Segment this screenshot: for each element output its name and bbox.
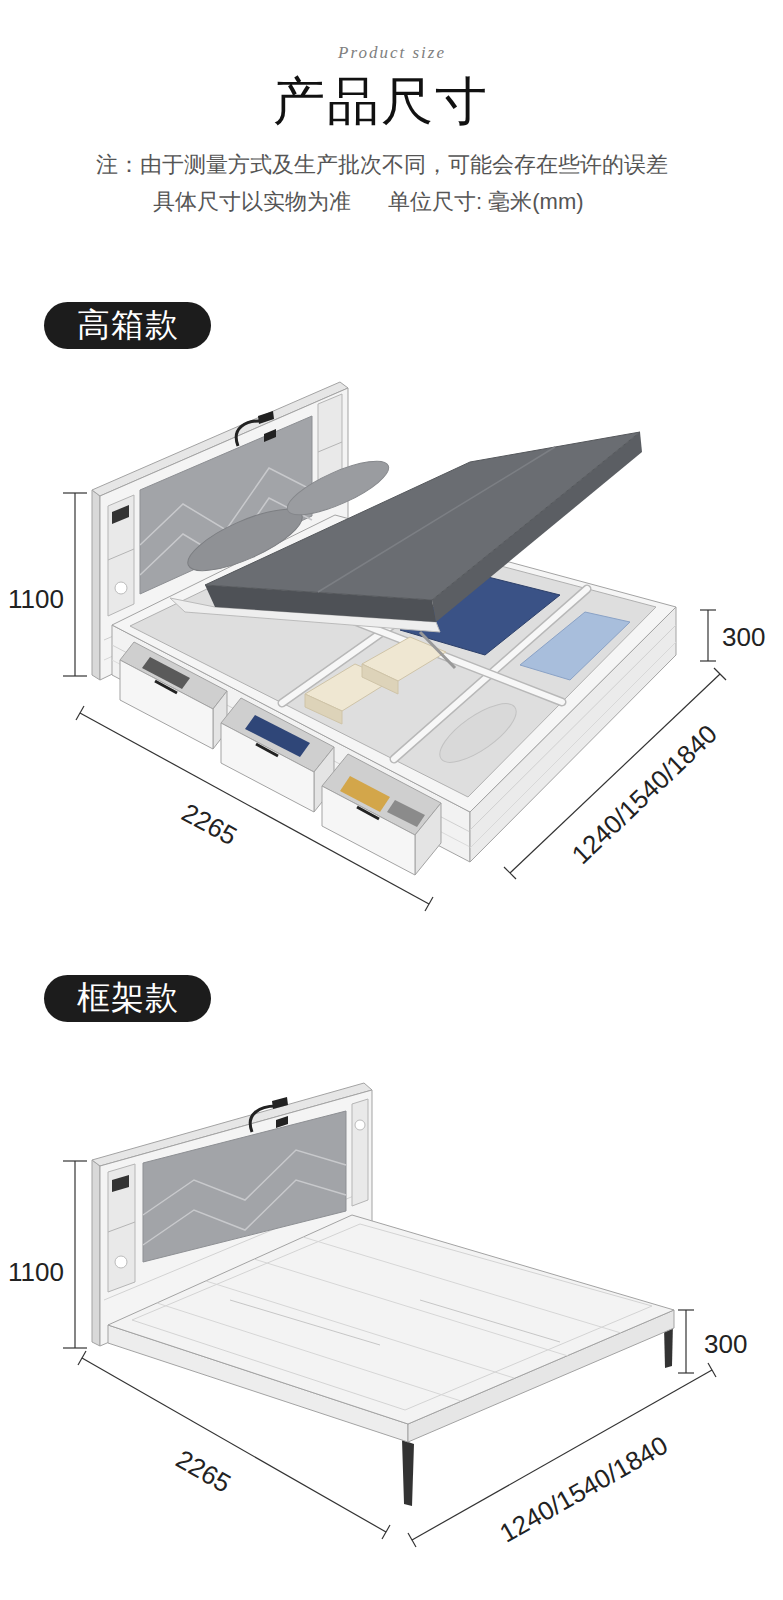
reading-lamp bbox=[250, 1106, 276, 1132]
note: 单位尺寸: 毫米(mm) bbox=[388, 189, 584, 214]
platform-inset bbox=[132, 1224, 652, 1410]
dimension-tick bbox=[708, 1363, 716, 1377]
mattress-seam bbox=[318, 447, 555, 592]
dimension-lines bbox=[63, 493, 726, 911]
lamp-head bbox=[272, 1097, 288, 1109]
dimension-value: 1100 bbox=[8, 1258, 64, 1288]
dimension-line bbox=[74, 493, 75, 676]
vase bbox=[115, 582, 127, 594]
storage-box-side bbox=[305, 694, 342, 724]
headboard-niche bbox=[108, 495, 134, 616]
dimension-lines bbox=[63, 1161, 716, 1547]
headboard-niche bbox=[108, 1164, 135, 1292]
dimension-value: 2265 bbox=[176, 798, 241, 852]
note: 具体尺寸以实物为准 bbox=[153, 189, 351, 214]
dimension-value: 1240/1540/1840 bbox=[567, 719, 724, 870]
storage-box-side bbox=[362, 664, 398, 694]
wood-grain bbox=[230, 1300, 380, 1345]
dimension-value: 300 bbox=[704, 1330, 747, 1360]
wood-grain bbox=[303, 1237, 621, 1333]
dimension-tick bbox=[678, 1309, 694, 1310]
tag-label: 高箱款 bbox=[77, 307, 179, 343]
dimension-tick bbox=[76, 706, 84, 720]
platform-top bbox=[108, 1215, 674, 1424]
folded-clothes bbox=[520, 612, 630, 680]
page-title: 产品尺寸 bbox=[273, 72, 489, 132]
display-screen bbox=[112, 505, 129, 524]
dimension-value: 300 bbox=[722, 623, 765, 653]
cushion-stitch bbox=[143, 1150, 346, 1215]
vase bbox=[355, 1120, 365, 1130]
note: 注：由于测量方式及生产批次不同，可能会存在些许的误差 bbox=[96, 152, 668, 177]
dimension-line bbox=[80, 713, 429, 904]
dimension-tick bbox=[678, 1372, 694, 1373]
drawer-handle bbox=[155, 681, 177, 693]
dimension-tick bbox=[63, 675, 87, 676]
frame-bed bbox=[92, 1083, 674, 1506]
style-tag: 框架款 bbox=[44, 975, 211, 1022]
dimension-line bbox=[74, 1161, 75, 1348]
dimension-tick bbox=[382, 1525, 390, 1539]
dimension-tick bbox=[63, 492, 87, 493]
drawer-side bbox=[415, 803, 441, 875]
mattress-top bbox=[205, 432, 640, 600]
dimension-tick bbox=[408, 1533, 416, 1547]
wood-grain bbox=[157, 1303, 461, 1401]
display-screen bbox=[112, 1175, 129, 1192]
dimension-value: 2265 bbox=[170, 1445, 235, 1500]
subtitle: Product size bbox=[338, 43, 446, 63]
dimension-tick bbox=[425, 897, 433, 911]
wood-grain bbox=[254, 1259, 568, 1356]
dimension-tick bbox=[63, 1160, 87, 1161]
headboard-side bbox=[92, 490, 100, 680]
drawer-front bbox=[221, 723, 314, 812]
dimension-value: 1100 bbox=[8, 585, 64, 615]
dimension-tick bbox=[504, 867, 516, 879]
dimension-line bbox=[82, 1358, 386, 1532]
lamp-switch bbox=[264, 429, 276, 442]
dimension-tick bbox=[700, 660, 716, 661]
style-tag: 高箱款 bbox=[44, 302, 211, 349]
bed-leg bbox=[402, 1440, 414, 1506]
dimension-tick bbox=[78, 1351, 86, 1365]
storage-bed bbox=[92, 382, 676, 875]
niche-shelf bbox=[318, 442, 342, 452]
reading-lamp bbox=[236, 421, 262, 446]
dimension-value: 1240/1540/1840 bbox=[495, 1431, 673, 1550]
drawer-front bbox=[120, 660, 213, 749]
dimension-line bbox=[707, 610, 708, 661]
tag-label: 框架款 bbox=[77, 980, 179, 1016]
headboard-niche bbox=[352, 1099, 368, 1206]
gas-strut bbox=[420, 632, 455, 668]
wood-grain bbox=[206, 1281, 514, 1378]
dimension-tick bbox=[63, 1347, 87, 1348]
vase bbox=[115, 1256, 127, 1268]
spare-pillow bbox=[431, 693, 524, 772]
drawer-handle bbox=[256, 744, 278, 756]
lamp-switch bbox=[276, 1116, 288, 1128]
dimension-line bbox=[685, 1310, 686, 1373]
headboard-side bbox=[92, 1160, 100, 1346]
lamp-head bbox=[258, 411, 274, 424]
dimension-tick bbox=[700, 609, 716, 610]
wood-grain bbox=[420, 1300, 560, 1342]
niche-shelf bbox=[108, 549, 134, 560]
drawer-handle bbox=[357, 807, 379, 819]
dimension-tick bbox=[714, 668, 726, 680]
niche-shelf bbox=[108, 1222, 135, 1232]
drawer-front bbox=[322, 786, 415, 875]
